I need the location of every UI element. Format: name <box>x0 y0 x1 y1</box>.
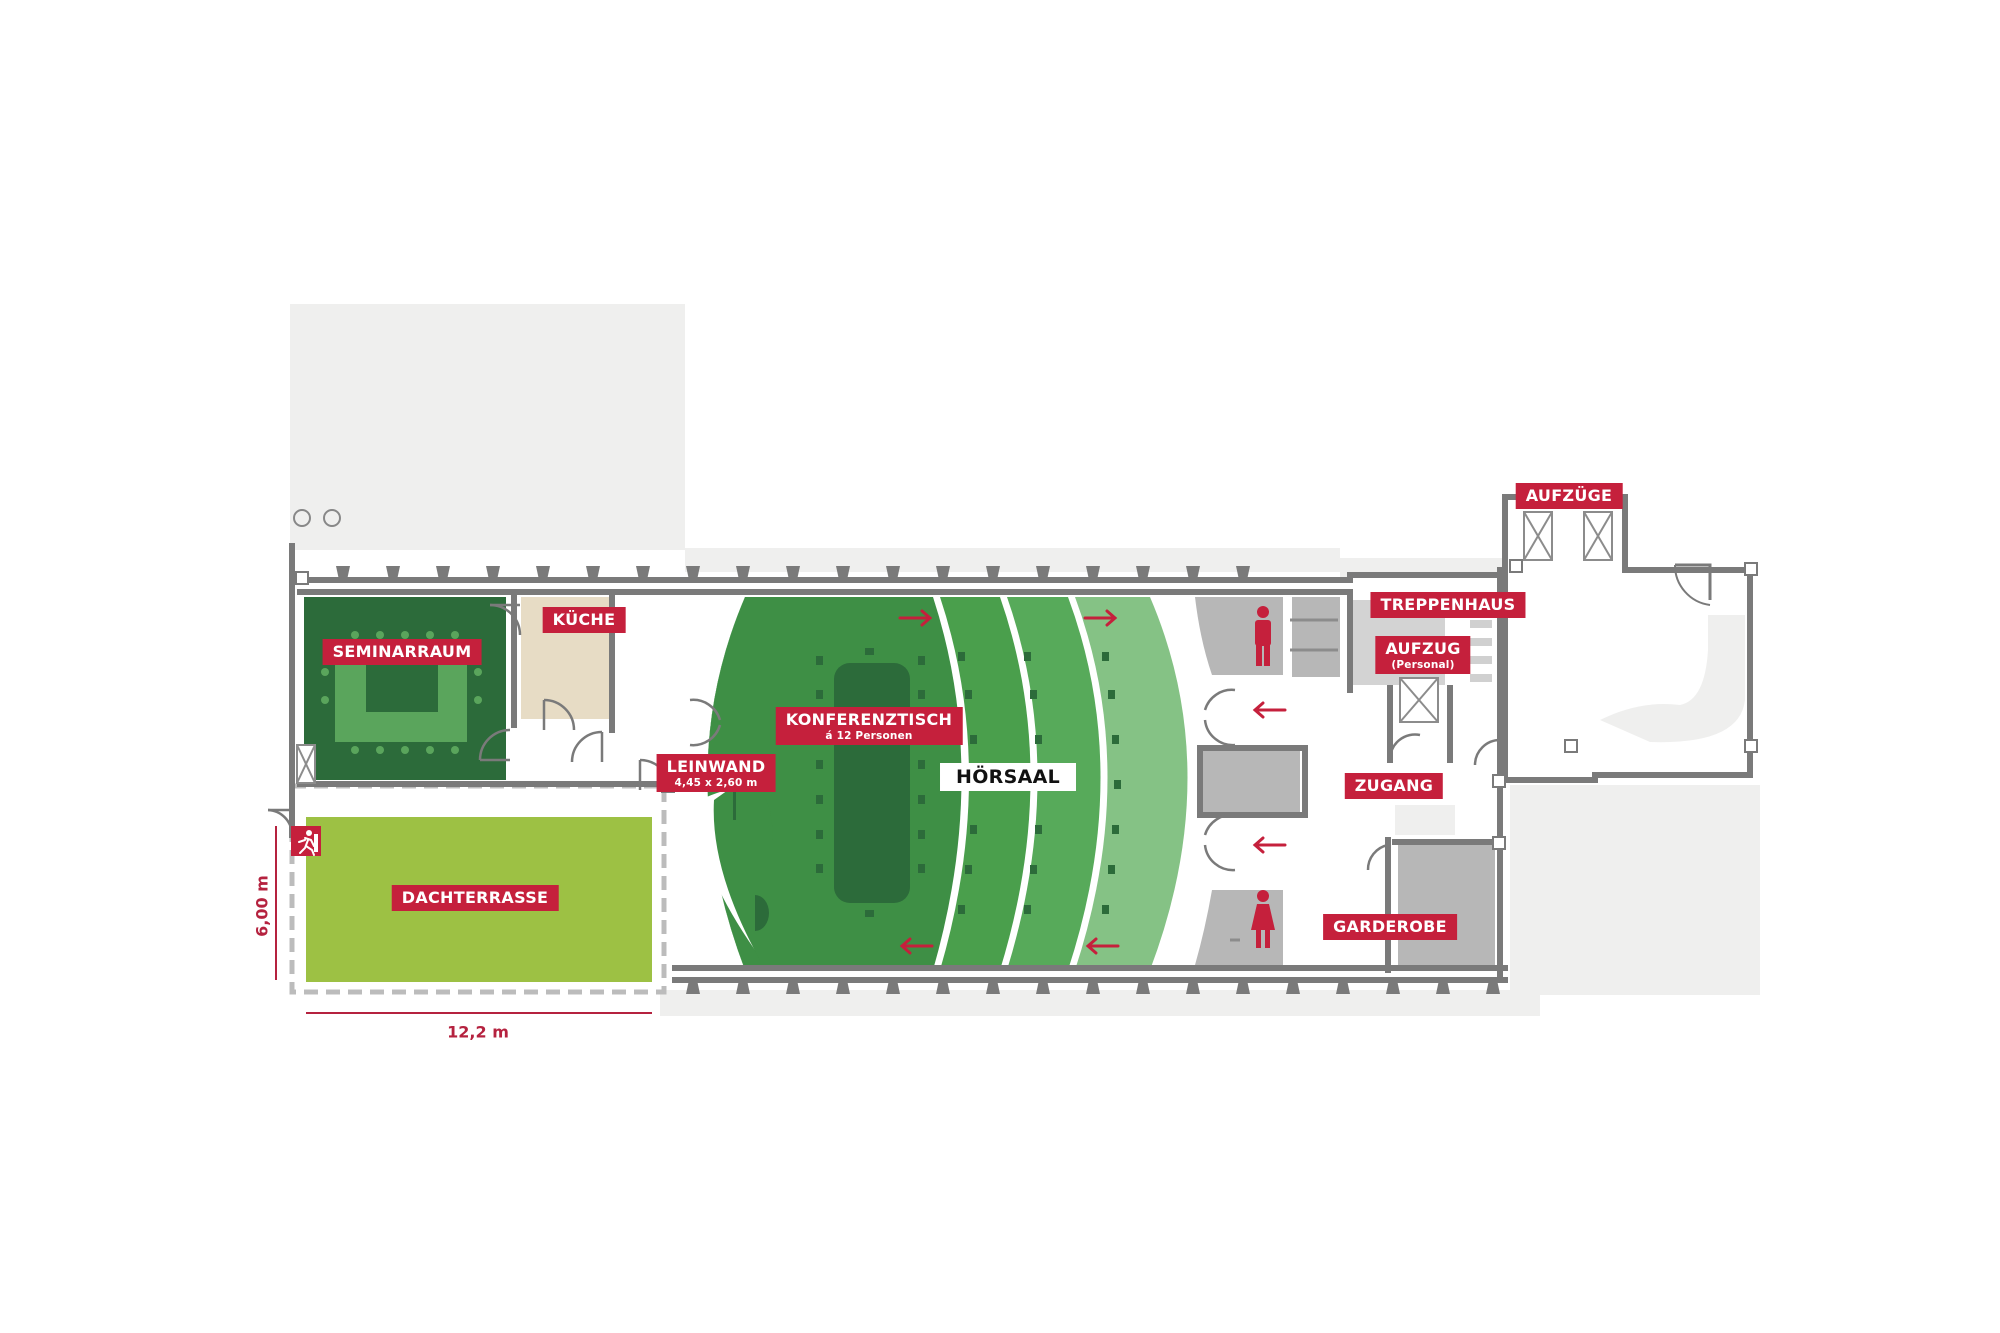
doors <box>267 603 1501 872</box>
aufzuege-label: AUFZÜGE <box>1515 483 1623 509</box>
dimension-lines <box>275 826 652 1014</box>
facade-pillars-top <box>336 566 1250 580</box>
seminarraum-label: SEMINARRAUM <box>322 639 482 665</box>
width-dimension: 12,2 m <box>447 1022 509 1042</box>
dachterrasse-label: DACHTERRASSE <box>391 885 559 911</box>
surrounding-buildings <box>290 304 1760 1016</box>
garderobe-label: GARDEROBE <box>1323 914 1457 940</box>
seminarraum-room <box>304 597 506 780</box>
male-restroom-icon <box>1255 606 1271 666</box>
east-core <box>1399 511 1745 743</box>
konferenztisch-label: KONFERENZTISCH á 12 Personen <box>775 707 963 745</box>
aufzug-label: AUFZUG (Personal) <box>1375 636 1471 674</box>
leinwand-size: 4,45 x 2,60 m <box>674 777 758 789</box>
aufzug-note: (Personal) <box>1391 659 1455 671</box>
leinwand-title: LEINWAND <box>666 757 766 776</box>
aufzug-title: AUFZUG <box>1385 639 1461 658</box>
direction-arrow-icon <box>898 609 1287 955</box>
wc-stalls <box>1230 618 1338 942</box>
height-dimension: 6,00 m <box>252 875 272 937</box>
kueche-label: KÜCHE <box>542 607 626 633</box>
facade-pillars-bottom <box>686 980 1500 994</box>
konferenztisch-title: KONFERENZTISCH <box>785 710 953 729</box>
emergency-exit-icon <box>291 826 321 856</box>
hoersaal-zones <box>698 597 1188 970</box>
treppenhaus-label: TREPPENHAUS <box>1370 592 1526 618</box>
konferenztisch-capacity: á 12 Personen <box>825 730 913 742</box>
pillar-circles <box>293 509 341 527</box>
walls <box>289 494 1753 983</box>
hoersaal-label: HÖRSAAL <box>940 763 1076 791</box>
female-restroom-icon <box>1251 890 1275 948</box>
zugang-label: ZUGANG <box>1344 773 1444 799</box>
leinwand-label: LEINWAND 4,45 x 2,60 m <box>656 754 776 792</box>
